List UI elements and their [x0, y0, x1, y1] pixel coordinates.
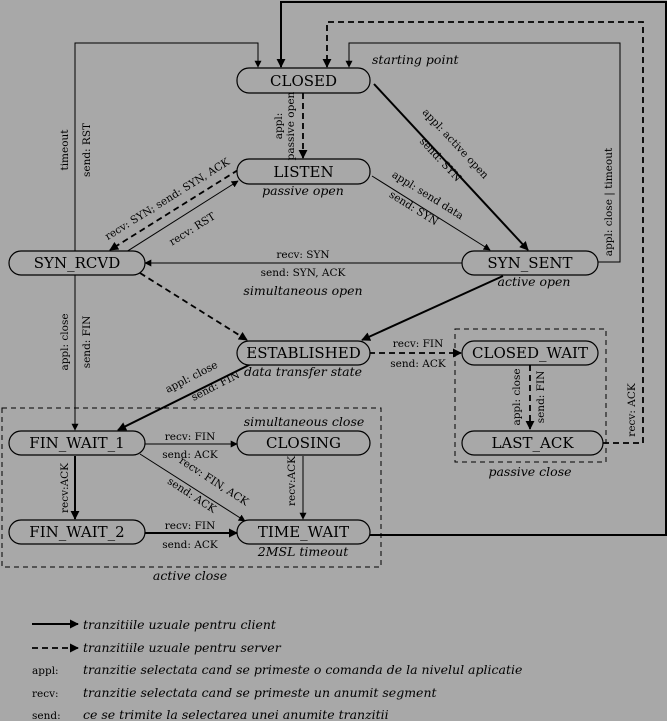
label-send-ack-2: send: ACK — [162, 449, 218, 461]
label-send-syn-ack: send: SYN, ACK — [261, 267, 346, 279]
edge-synsent-to-closed — [345, 42, 621, 263]
svg-text:SYN_SENT: SYN_SENT — [487, 254, 572, 272]
starting-point-note: starting point — [372, 52, 459, 67]
label-recv-fin-3: recv: FIN — [165, 520, 216, 532]
simultaneous-open-note: simultaneous open — [243, 283, 362, 298]
svg-text:LISTEN: LISTEN — [273, 163, 333, 181]
state-closed: CLOSED — [236, 67, 371, 94]
label-appl: appl: — [273, 113, 285, 140]
edge-established-to-finwait1 — [117, 362, 254, 431]
label-recv-syn: recv: SYN — [276, 249, 329, 261]
edge-lastack-to-closed — [322, 21, 644, 444]
svg-text:FIN_WAIT_1: FIN_WAIT_1 — [29, 434, 124, 452]
edge-listen-to-synrcvd — [109, 169, 239, 251]
svg-text:FIN_WAIT_2: FIN_WAIT_2 — [29, 523, 124, 541]
state-established: ESTABLISHED — [236, 340, 371, 366]
label-recv-ack-1: recv: ACK — [626, 383, 638, 437]
edge-closed-to-synsent — [373, 83, 529, 251]
label-recv-ack-3: recv:ACK — [286, 456, 298, 506]
label-recv-fin-2: recv: FIN — [165, 431, 216, 443]
legend-client-desc: tranzitiile uzuale pentru client — [83, 617, 277, 632]
2msl-timeout-note: 2MSL timeout — [257, 544, 349, 559]
edge-synrcvd-to-established — [139, 272, 248, 341]
active-open-note: active open — [498, 274, 571, 289]
label-recv-ack-2: recv:ACK — [59, 463, 71, 513]
label-appl-close-timeout: appl: close | timeout — [603, 147, 616, 256]
edge-timewait-to-closed — [276, 1, 667, 536]
simultaneous-close-note: simultaneous close — [244, 414, 365, 429]
legend-recv-desc: tranzitie selectata cand se primeste un … — [83, 685, 437, 700]
label-send-rst: send: RST — [81, 123, 93, 177]
state-syn-rcvd: SYN_RCVD — [8, 250, 146, 276]
label-recv-fin-ack: recv: FIN, ACK — [177, 455, 251, 509]
svg-text:LAST_ACK: LAST_ACK — [491, 434, 574, 452]
state-syn-sent: SYN_SENT — [461, 250, 599, 276]
svg-text:CLOSED: CLOSED — [270, 72, 337, 90]
active-close-note: active close — [153, 568, 227, 583]
passive-open-note: passive open — [262, 183, 344, 198]
label-send-fin-1: send: FIN — [81, 316, 93, 369]
label-appl-close-1: appl: close — [59, 313, 71, 370]
legend-send-key: send: — [32, 710, 61, 721]
label-recv-fin-1: recv: FIN — [393, 338, 444, 350]
legend-server-desc: tranzitiile uzuale pentru server — [83, 640, 282, 655]
svg-text:ESTABLISHED: ESTABLISHED — [246, 344, 361, 362]
legend-send-desc: ce se trimite la selectarea unei anumite… — [83, 707, 389, 721]
edge-finwait1-to-timewait — [139, 453, 246, 522]
edge-synrcvd-to-listen — [125, 180, 239, 253]
label-appl-close-3: appl: close — [511, 368, 523, 425]
passive-close-note: passive close — [488, 464, 571, 479]
legend-appl-desc: tranzitie selectata cand se primeste o c… — [83, 662, 522, 677]
label-recv-rst: recv: RST — [167, 211, 217, 249]
state-time-wait: TIME_WAIT — [236, 519, 371, 545]
svg-text:CLOSED_WAIT: CLOSED_WAIT — [472, 344, 588, 362]
svg-text:SYN_RCVD: SYN_RCVD — [34, 254, 120, 272]
passive-close-box — [454, 328, 607, 463]
svg-text:TIME_WAIT: TIME_WAIT — [258, 523, 349, 541]
state-last-ack: LAST_ACK — [461, 430, 604, 456]
label-recv-syn-send-syn-ack: recv: SYN; send: SYN, ACK — [103, 156, 232, 243]
state-listen: LISTEN — [236, 158, 371, 185]
label-send-fin-3: send: FIN — [535, 371, 547, 424]
legend-appl-key: appl: — [32, 665, 59, 677]
label-timeout: timeout — [59, 129, 71, 171]
state-closing: CLOSING — [236, 430, 371, 456]
edge-listen-to-synsent — [371, 175, 491, 251]
active-close-box — [1, 407, 382, 568]
label-send-ack-1: send: ACK — [390, 358, 446, 370]
state-fin-wait-2: FIN_WAIT_2 — [8, 519, 146, 545]
state-fin-wait-1: FIN_WAIT_1 — [8, 430, 146, 456]
data-transfer-state-note: data transfer state — [244, 364, 362, 379]
label-send-ack-4: send: ACK — [162, 539, 218, 551]
edge-synrcvd-to-closed — [74, 42, 262, 252]
label-passive-open: passive open — [285, 91, 297, 160]
svg-text:CLOSING: CLOSING — [266, 434, 341, 452]
state-closed-wait: CLOSED_WAIT — [461, 340, 599, 366]
edge-synsent-to-established — [361, 275, 504, 341]
legend: tranzitiile uzuale pentru client tranzit… — [32, 617, 522, 721]
legend-recv-key: recv: — [32, 688, 59, 700]
